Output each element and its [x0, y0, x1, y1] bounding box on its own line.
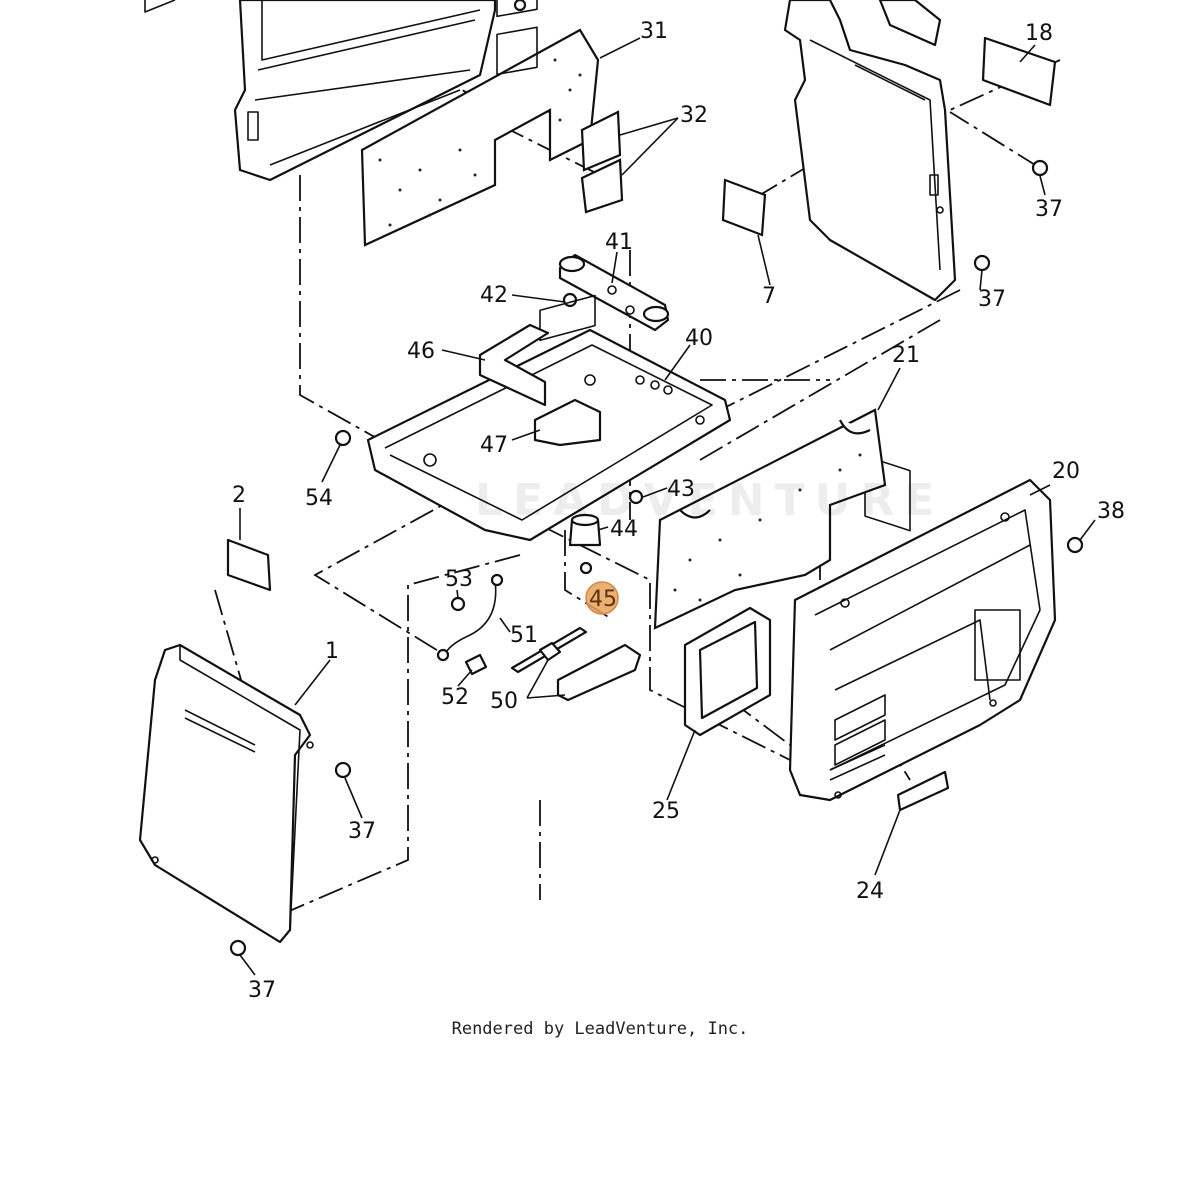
part-32-pads	[580, 110, 624, 214]
callout-label[interactable]: 37	[248, 978, 276, 1003]
watermark: LEADVENTURE	[475, 475, 944, 526]
callout-label[interactable]: 51	[510, 623, 538, 648]
callout-label-selected[interactable]: 45	[589, 587, 617, 612]
callout-label[interactable]: 42	[480, 283, 508, 308]
part-41-bracket	[558, 253, 670, 332]
part-2-label	[226, 538, 272, 592]
part-18-label	[981, 36, 1057, 107]
callout-label[interactable]: 53	[445, 567, 473, 592]
part-46-handle	[478, 323, 550, 407]
callout-label[interactable]: 7	[762, 284, 776, 309]
callout-label[interactable]: 2	[232, 483, 246, 508]
callout-label[interactable]: 47	[480, 433, 508, 458]
bolt-icon	[973, 159, 1049, 272]
callout-label[interactable]: 54	[305, 486, 333, 511]
callout-label[interactable]: 25	[652, 799, 680, 824]
callout-labels: 31 32 18 37 7 37 41 42 46 40 21 47 54 43…	[232, 19, 1125, 1003]
callout-label[interactable]: 44	[610, 517, 638, 542]
credit-text: Rendered by LeadVenture, Inc.	[451, 1019, 749, 1039]
part-38-bolt	[1066, 536, 1084, 554]
part-53-screw	[450, 596, 466, 612]
callout-label[interactable]: 31	[640, 19, 668, 44]
callout-label[interactable]: 24	[856, 879, 884, 904]
part-31-housing-panel	[144, 0, 527, 182]
selected-part-highlight[interactable]	[585, 581, 619, 615]
callout-label[interactable]: 37	[348, 819, 376, 844]
callout-label[interactable]: 43	[667, 477, 695, 502]
bolt-icon	[334, 761, 352, 779]
part-45-bolt	[579, 561, 593, 575]
part-24-label	[896, 770, 950, 812]
bolt-icon	[229, 939, 247, 957]
callout-label[interactable]: 37	[1035, 197, 1063, 222]
callout-label[interactable]: 50	[490, 689, 518, 714]
callout-label[interactable]: 52	[441, 685, 469, 710]
part-21-insulation-sheet	[653, 408, 887, 630]
part-54-nut	[334, 429, 352, 447]
callout-label[interactable]: 37	[978, 287, 1006, 312]
part-43-bolt	[628, 489, 644, 505]
part-52-bolt	[464, 653, 488, 676]
leader-lines	[239, 37, 1096, 976]
callout-label[interactable]: 21	[892, 343, 920, 368]
part-50-tools	[510, 626, 642, 702]
part-51-ground-wire	[436, 573, 504, 662]
part-1-side-cover	[138, 643, 314, 944]
callout-label[interactable]: 46	[407, 339, 435, 364]
callout-label[interactable]: 41	[605, 230, 633, 255]
right-housing-panel	[783, 0, 957, 532]
callout-label[interactable]: 1	[325, 639, 339, 664]
part-25-gasket	[683, 606, 772, 737]
callout-label[interactable]: 40	[685, 326, 713, 351]
part-42-bolt	[562, 292, 578, 308]
part-31-insulation-sheet	[360, 0, 600, 247]
callout-label[interactable]: 32	[680, 103, 708, 128]
callout-label[interactable]: 38	[1097, 499, 1125, 524]
part-47-handle	[533, 398, 602, 447]
callout-label[interactable]: 20	[1052, 459, 1080, 484]
part-44-rubber-foot	[568, 513, 602, 547]
callout-label[interactable]: 18	[1025, 21, 1053, 46]
part-7-pad	[721, 178, 767, 237]
